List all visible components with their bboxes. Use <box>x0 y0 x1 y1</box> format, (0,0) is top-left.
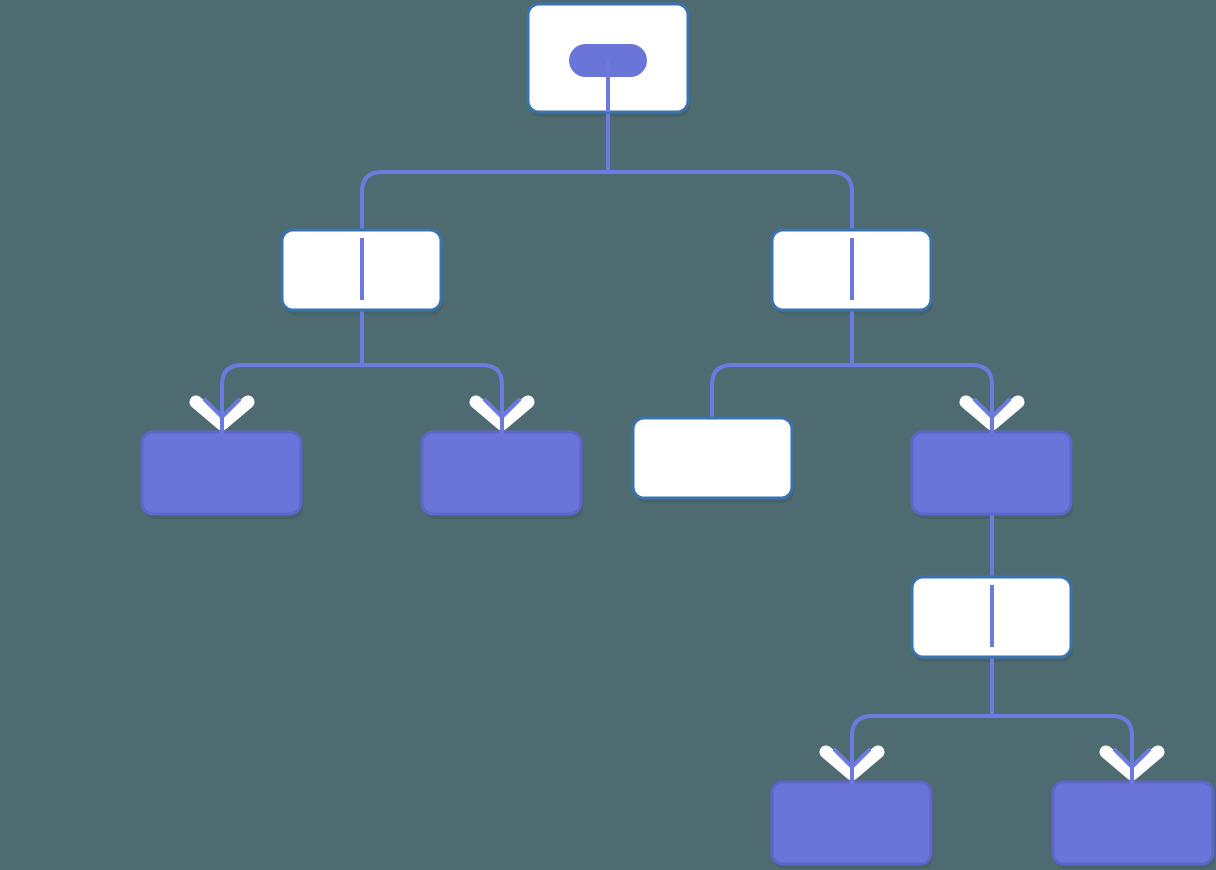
edge-layer <box>220 112 1134 782</box>
edge-e3[interactable] <box>220 310 364 432</box>
node-body[interactable] <box>631 416 794 500</box>
arrow-down-icon <box>959 388 1025 434</box>
edge-e5[interactable] <box>710 310 854 418</box>
node-body[interactable] <box>140 430 303 516</box>
node-n10[interactable] <box>1051 780 1215 866</box>
edge-e6[interactable] <box>850 310 994 432</box>
node-n7[interactable] <box>910 430 1073 516</box>
arrow-inner-chevron <box>973 398 1011 419</box>
arrow-down-icon <box>469 388 535 434</box>
edge-e2[interactable] <box>606 112 854 230</box>
arrow-inner-chevron <box>1113 748 1151 769</box>
node-n5[interactable] <box>420 430 583 516</box>
edge-e1[interactable] <box>360 112 610 230</box>
edge-e9[interactable] <box>990 657 1134 782</box>
edge-e4[interactable] <box>360 310 504 432</box>
node-body[interactable] <box>1051 780 1215 866</box>
node-body[interactable] <box>420 430 583 516</box>
arrow-down-icon <box>189 388 255 434</box>
arrow-inner-chevron <box>483 398 521 419</box>
edge-e8[interactable] <box>850 657 994 782</box>
arrow-head-layer <box>189 388 1165 784</box>
edge-overlay-layer <box>360 60 994 647</box>
arrow-inner-chevron <box>203 398 241 419</box>
arrow-inner-chevron <box>833 748 871 769</box>
node-body[interactable] <box>910 430 1073 516</box>
node-body[interactable] <box>770 780 933 866</box>
node-n4[interactable] <box>140 430 303 516</box>
arrow-down-icon <box>819 738 885 784</box>
node-layer <box>140 2 1215 866</box>
arrow-down-icon <box>1099 738 1165 784</box>
node-n6[interactable] <box>631 416 794 500</box>
node-n9[interactable] <box>770 780 933 866</box>
